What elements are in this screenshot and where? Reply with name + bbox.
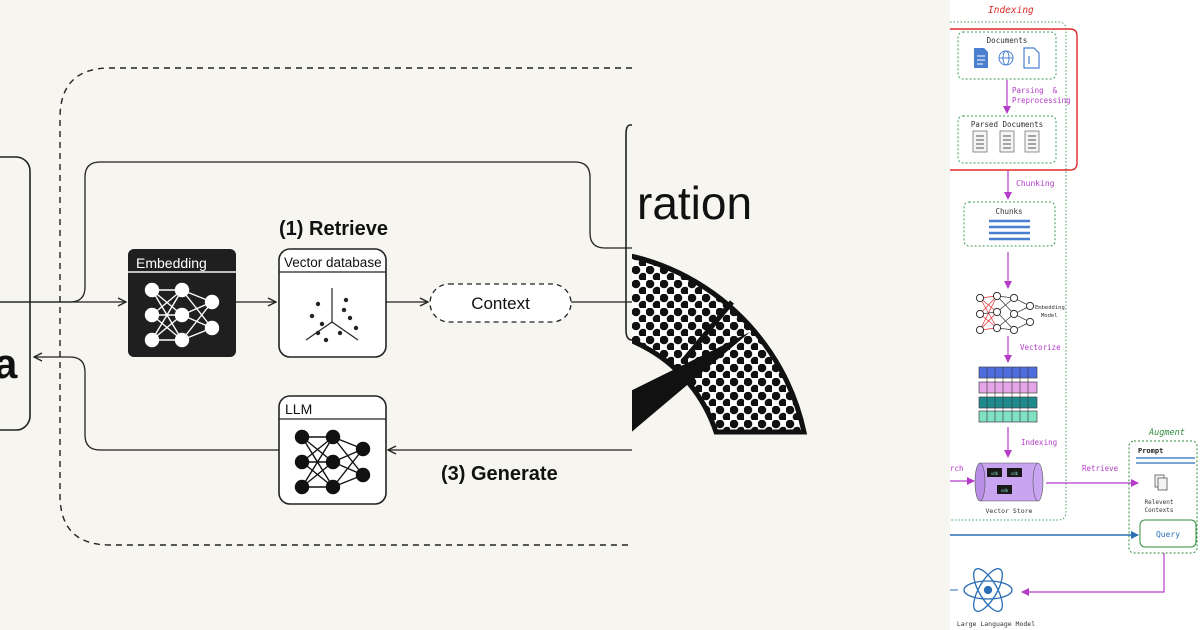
store-cell-label-1: vdb [991, 471, 999, 476]
title-art-panel: ration [632, 0, 950, 630]
rag-flow-svg: a Embedding (1) Retrieve [0, 67, 632, 546]
search-label-fragment: rch [950, 464, 964, 473]
gauge-divider [682, 300, 734, 362]
context-pill [429, 283, 572, 323]
prompt-lines [1136, 457, 1195, 464]
embedding-label: Embedding [136, 255, 207, 271]
prompt-to-llm-arrow [1021, 553, 1165, 596]
indexing-title: Indexing [988, 5, 1034, 16]
parsed-documents-label: Parsed Documents [971, 120, 1043, 129]
embedding-model-line2: Model [1041, 313, 1058, 319]
chunks-label: Chunks [995, 207, 1022, 216]
parsed-documents-box [957, 115, 1057, 164]
title-art-svg: ration [632, 177, 808, 435]
store-cell-label-2: vdb [1011, 471, 1019, 476]
chunks-box [963, 201, 1056, 247]
embedding-model-line1: Embedding [1035, 305, 1065, 311]
context-label: Context [471, 294, 530, 313]
vector-store-icon [974, 462, 1044, 502]
parsing-label-line2: Preprocessing [1012, 96, 1071, 105]
generator-box-edge [625, 124, 632, 341]
relevant-contexts-line1: Relevent [1145, 499, 1174, 506]
relevant-contexts-icon [1154, 474, 1168, 491]
relevant-contexts-line2: Contexts [1145, 507, 1174, 514]
pdf-icon [1023, 47, 1040, 69]
neural-net-icon-embedding [144, 282, 220, 348]
llm-label: LLM [285, 401, 312, 417]
rag-pipeline-svg: Indexing Documents Parsing & Preprocessi… [950, 5, 1198, 628]
user-glyph: a [0, 340, 18, 387]
parsing-label-line1: Parsing & [1012, 86, 1058, 95]
query-route-line [0, 161, 632, 303]
llm-label: Large Language Model [957, 620, 1035, 628]
vectorize-label: Vectorize [1020, 343, 1061, 352]
documents-box [957, 31, 1057, 80]
embedding-model-icon [975, 291, 1035, 335]
augment-box [1128, 440, 1198, 554]
rag-pipeline-sketch: Indexing Documents Parsing & Preprocessi… [950, 0, 1200, 630]
documents-label: Documents [987, 36, 1028, 45]
vector-database-block: Vector database [278, 248, 387, 358]
title-fragment: ration [637, 177, 752, 229]
indexing-arrow-label: Indexing [1021, 438, 1057, 447]
vector-store-label: Vector Store [986, 507, 1033, 515]
scatter-axes-icon [305, 288, 359, 343]
chunking-label: Chunking [1016, 179, 1055, 188]
rag-flow-diagram: a Embedding (1) Retrieve [0, 0, 632, 630]
parsed-document-icons [972, 130, 1040, 153]
document-icon [974, 48, 988, 68]
gauge-art [632, 253, 808, 435]
pipeline-boundary [59, 67, 632, 546]
llm-atom-icon [963, 568, 1013, 612]
indexing-highlight-frame [950, 28, 1078, 171]
retrieve-step-label: (1) Retrieve [279, 218, 388, 240]
user-box [0, 156, 31, 431]
store-cell-label-3: vdb [1001, 488, 1009, 493]
generate-step-label: (3) Generate [441, 463, 558, 485]
query-label: Query [1156, 530, 1180, 539]
indexing-frame [950, 21, 1067, 521]
llm-block: LLM [278, 395, 387, 505]
chunk-lines [989, 219, 1030, 241]
gauge-needle [632, 332, 750, 432]
embedding-block: Embedding [128, 249, 236, 357]
llm-output-line [34, 357, 279, 451]
gauge-ring [632, 253, 808, 435]
prompt-label: Prompt [1138, 447, 1163, 455]
vector-db-label: Vector database [284, 255, 382, 270]
query-box [1139, 519, 1197, 548]
augment-title: Augment [1148, 428, 1185, 438]
vector-rows [978, 366, 1038, 423]
globe-icon [998, 50, 1014, 66]
retrieve-label: Retrieve [1082, 464, 1119, 473]
neural-net-icon-llm [294, 429, 371, 495]
